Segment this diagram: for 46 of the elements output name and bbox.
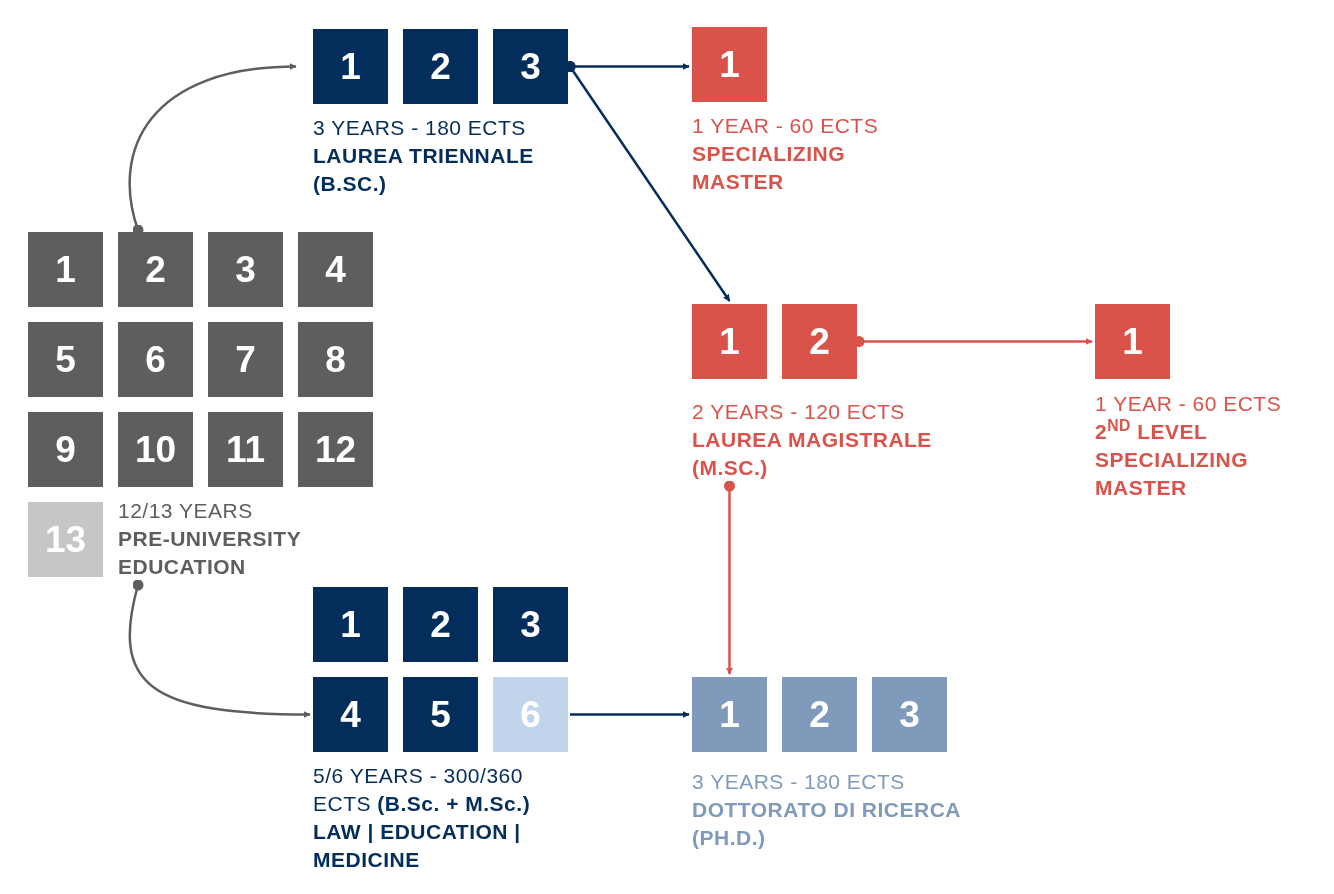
year-square: 3 [872, 677, 947, 752]
year-square: 4 [313, 677, 388, 752]
degree-title: SPECIALIZING MASTER [692, 141, 846, 195]
degree-title: LAW | EDUCATION | MEDICINE [313, 819, 522, 873]
duration-text: 1 YEAR - 60 ECTS [1095, 391, 1283, 417]
duration-text: 2 YEARS - 120 ECTS [692, 399, 906, 425]
duration-text: 12/13 YEARS [118, 498, 254, 524]
year-square: 1 [28, 232, 103, 307]
year-square: 3 [493, 29, 568, 104]
year-square: 5 [403, 677, 478, 752]
duration-text: 5/6 YEARS - 300/360 ECTS (B.Sc. + M.Sc.) [313, 763, 532, 817]
year-square: 1 [692, 677, 767, 752]
year-square: 6 [118, 322, 193, 397]
year-square: 5 [28, 322, 103, 397]
year-square: 2 [782, 677, 857, 752]
degree-title: LAUREA TRIENNALE (B.SC.) [313, 143, 535, 197]
duration-text: 3 YEARS - 180 ECTS [692, 769, 906, 795]
degree-title: LAUREA MAGISTRALE (M.SC.) [692, 427, 933, 481]
year-square: 10 [118, 412, 193, 487]
connector-arrow [724, 480, 735, 675]
year-square: 2 [403, 587, 478, 662]
year-square: 4 [298, 232, 373, 307]
year-square: 3 [208, 232, 283, 307]
year-square: 1 [1095, 304, 1170, 379]
year-square: 8 [298, 322, 373, 397]
degree-title: PRE-UNIVERSITY EDUCATION [118, 526, 302, 580]
year-square: 1 [313, 29, 388, 104]
year-square: 1 [313, 587, 388, 662]
degree-title: DOTTORATO DI RICERCA (PH.D.) [692, 797, 962, 851]
year-square: 2 [118, 232, 193, 307]
year-square: 9 [28, 412, 103, 487]
connector-arrow [128, 579, 311, 718]
year-square: 13 [28, 502, 103, 577]
year-square: 2 [782, 304, 857, 379]
year-square: 3 [493, 587, 568, 662]
duration-text: 3 YEARS - 180 ECTS [313, 115, 527, 141]
year-square: 11 [208, 412, 283, 487]
year-square: 6 [493, 677, 568, 752]
year-square: 1 [692, 27, 767, 102]
year-square: 7 [208, 322, 283, 397]
year-square: 1 [692, 304, 767, 379]
year-square: 12 [298, 412, 373, 487]
degree-title: 2$^{ND}$ LEVEL SPECIALIZING MASTER [1095, 418, 1249, 501]
connector-arrow [570, 711, 690, 718]
duration-text: 1 YEAR - 60 ECTS [692, 113, 880, 139]
year-square: 2 [403, 29, 478, 104]
